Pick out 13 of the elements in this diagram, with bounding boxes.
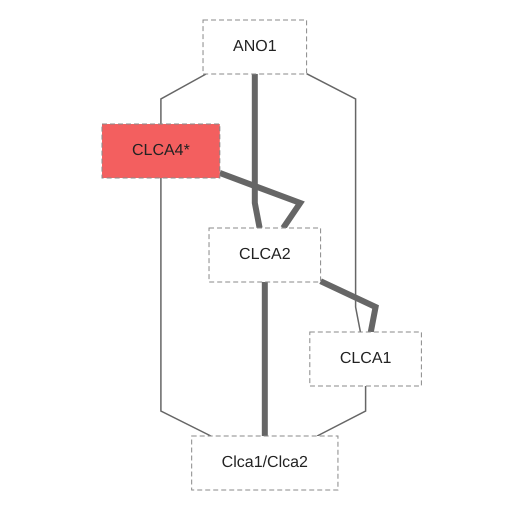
connector — [160, 178, 212, 437]
node-box: CLCA1 — [310, 332, 422, 386]
connector — [219, 170, 306, 230]
node-box: CLCA2 — [208, 228, 322, 282]
connector — [252, 74, 263, 229]
connector — [306, 73, 362, 332]
connector — [320, 278, 380, 333]
node-box: ANO1 — [202, 20, 308, 74]
node-box: CLCA4* — [102, 124, 221, 178]
connector — [262, 282, 268, 436]
connector — [160, 73, 207, 124]
node-box: Clca1/Clca2 — [191, 436, 339, 490]
connector — [317, 386, 367, 437]
